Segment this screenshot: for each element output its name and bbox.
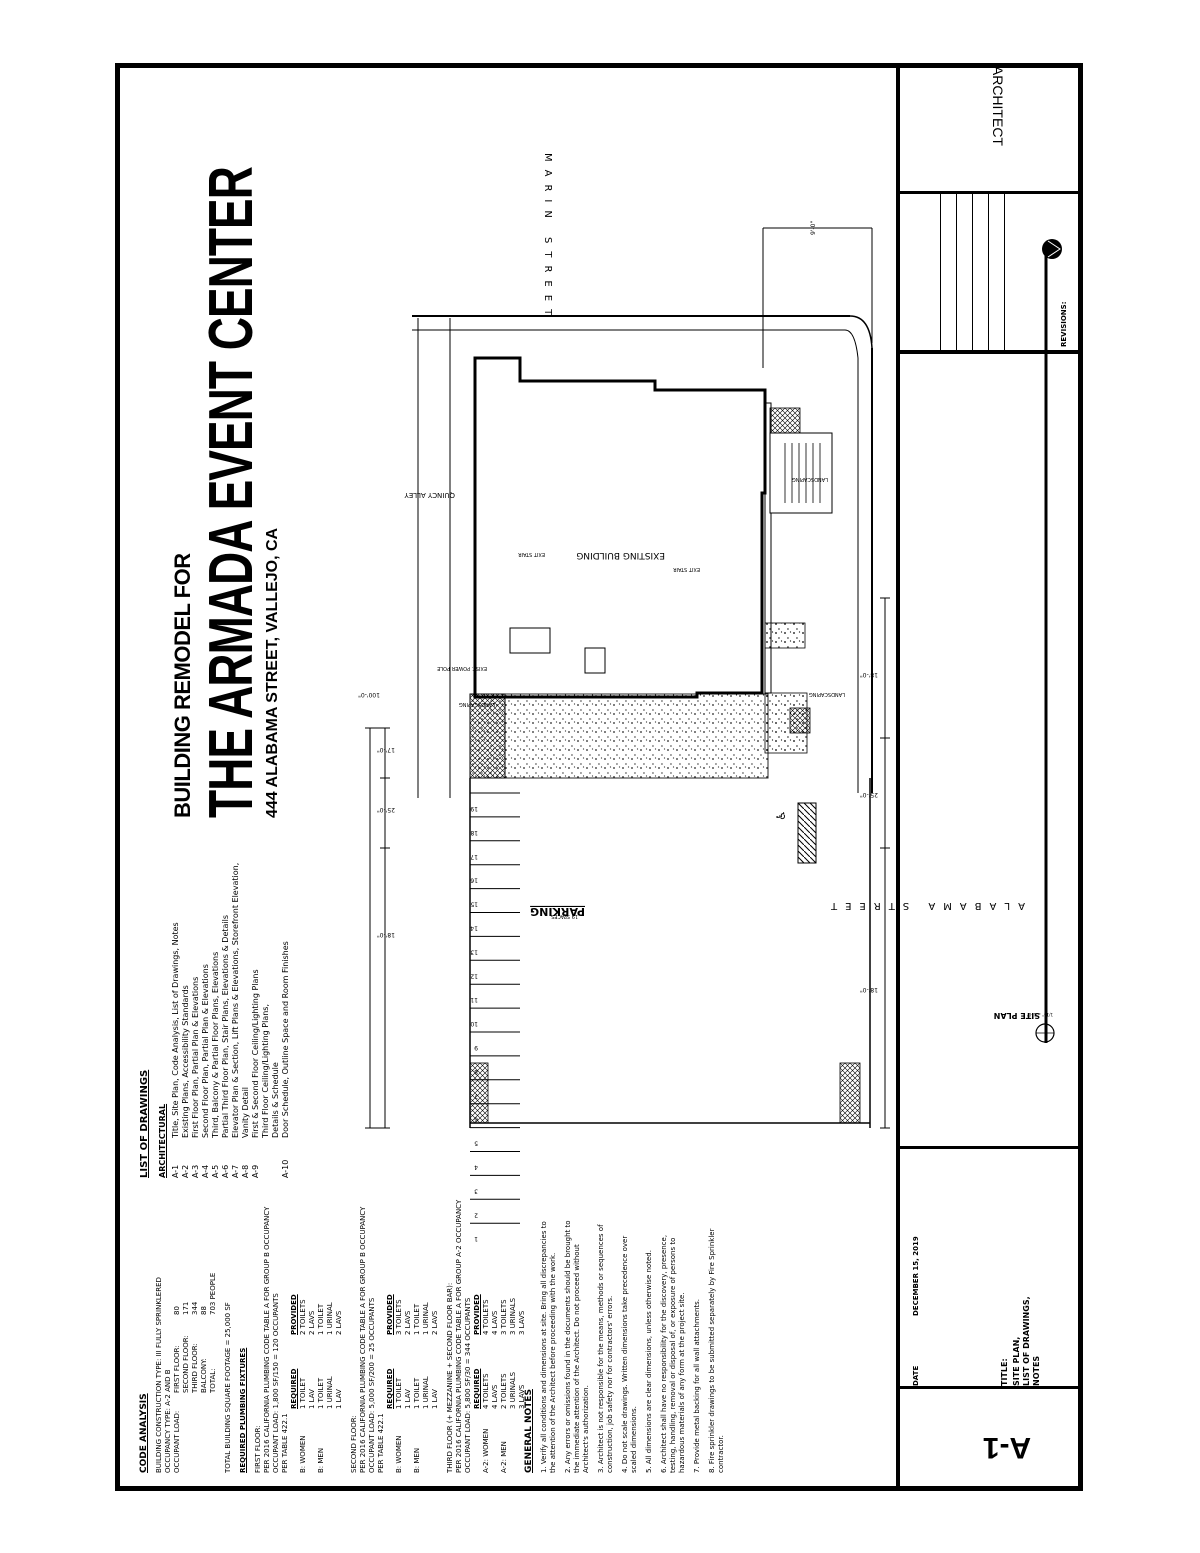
title-line: LIST OF DRAWINGS, [1022,1296,1031,1386]
parking-stall-number: 5 [474,1140,478,1147]
parking-stall-number: 11 [470,996,478,1003]
site-plan-scale: 1/16" = 1'-0" [1027,1012,1053,1017]
title-line: NOTES [1032,1355,1041,1386]
alabama-street-label: ALABAMA STREET [823,900,1025,911]
parking-stall-number: 15 [470,901,478,908]
sheet-number: A-1 [982,1430,1032,1464]
exit-stair-label-2: EXIT STAIR [673,566,700,572]
dim-corner: 9'-0" [810,221,817,235]
parking-stall-number: 8 [474,1068,478,1075]
parking-stall-number: 3 [474,1187,478,1194]
parking-stall-number: 2 [474,1211,478,1218]
landscaping-label-1: LANDSCAPING [459,701,495,707]
parking-sub-label: 19 SPACES [551,913,578,919]
revisions-label: REVISIONS: [1060,301,1068,348]
parking-stall-number: 19 [470,805,478,812]
rev-row [942,194,957,351]
north-arrow-icon [1042,239,1062,259]
parking-stall-number: 7 [474,1092,478,1099]
dim-overall-depth: 100'-0" [358,691,380,698]
parking-stall-number: 12 [470,972,478,979]
architect-cell: ARCHITECT [900,63,1083,191]
parking-stall-number: 1 [474,1235,478,1242]
dim-east-2: 25'-0" [860,791,878,798]
title-block: A-1 DATE DECEMBER 15, 2019 TITLE: SITE P… [896,63,1083,1491]
parking-stall-number: 18 [470,829,478,836]
dim-seg-3: 18'-0" [377,931,395,938]
sheet-number-cell: A-1 [900,1386,1083,1491]
exit-stair-label-1: EXIT STAIR [518,551,545,557]
parking-stall-number: 13 [470,948,478,955]
power-pole-label: EXIST. POWER POLE [437,665,487,671]
parking-stall-number: 4 [474,1164,478,1171]
title-line: SITE PLAN, [1012,1336,1021,1386]
dim-east-1: 18'-0" [860,671,878,678]
parking-label: PARKING [530,905,585,918]
rev-row [900,194,941,351]
rev-row [974,194,989,351]
quincy-alley-label: QUINCY ALLEY [404,491,455,499]
existing-building-label: EXISTING BUILDING [576,550,665,560]
rev-row [958,194,973,351]
title-label: TITLE: [1000,1358,1009,1386]
parking-stall-number: 14 [470,925,478,932]
date-value: DECEMBER 15, 2019 [912,1236,920,1316]
marin-street-label: MARIN STREET [542,153,553,323]
revisions-cell: REVISIONS: [900,191,1083,351]
parking-stall-number: 10 [470,1020,478,1027]
rev-row [990,194,1005,351]
accessible-parking-icon: ♿ [774,810,788,821]
blank-cell [900,351,1083,1146]
dim-east-3: 18'-0" [860,986,878,993]
date-label: DATE [912,1365,920,1386]
site-plan-title: SITE PLAN [994,1011,1040,1020]
date-row: DATE [912,1306,921,1386]
title-lines: SITE PLAN,LIST OF DRAWINGS,NOTES [1012,1296,1042,1386]
landscaping-label-3: LANDSCAPING [792,476,828,482]
parking-stall-number: 9 [474,1044,478,1051]
parking-stall-number: 16 [470,877,478,884]
title-cell: DATE DECEMBER 15, 2019 TITLE: SITE PLAN,… [900,1146,1083,1386]
landscaping-label-2: LANDSCAPING [809,691,845,697]
dim-seg-2: 25'-0" [377,806,395,813]
architect-label: ARCHITECT [990,65,1006,146]
parking-stall-number: 6 [474,1116,478,1123]
dim-seg-1: 17'-0" [377,746,395,753]
parking-stall-number: 17 [470,853,478,860]
